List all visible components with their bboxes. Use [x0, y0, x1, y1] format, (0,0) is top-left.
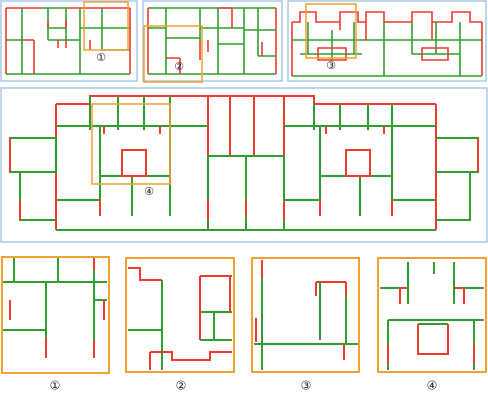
panel2-plan [147, 7, 277, 75]
main-plan [9, 95, 479, 231]
crop1-plan [3, 258, 107, 358]
crop-3: ③ [251, 257, 360, 393]
crop-4: ④ [377, 257, 487, 393]
highlight-box-3 [305, 3, 357, 59]
main-label: ④ [144, 185, 154, 198]
overview-panel-3: ③ [287, 0, 487, 82]
crop-1: ① [1, 256, 110, 393]
overview-panel-2: ② [142, 0, 283, 83]
panel3-plan [291, 11, 483, 77]
crop-label-2: ② [176, 379, 187, 393]
crop3-plan [254, 260, 358, 370]
crop-label-1: ① [50, 379, 61, 393]
overview-label-3: ③ [326, 59, 336, 72]
overview-label-2: ② [174, 60, 184, 73]
highlight-box-4 [91, 103, 171, 185]
overview-label-1: ① [96, 51, 106, 64]
main-panel: ④ [0, 87, 488, 243]
crop-label-3: ③ [301, 379, 312, 393]
crop4-plan [380, 262, 484, 370]
crop2-plan [128, 267, 232, 370]
panel1-plan [5, 7, 131, 75]
crop-label-4: ④ [427, 379, 438, 393]
overview-panel-1: ① [0, 0, 138, 82]
crop-2: ② [125, 257, 235, 393]
highlight-box-2 [143, 25, 203, 83]
highlight-box-1 [83, 1, 129, 51]
